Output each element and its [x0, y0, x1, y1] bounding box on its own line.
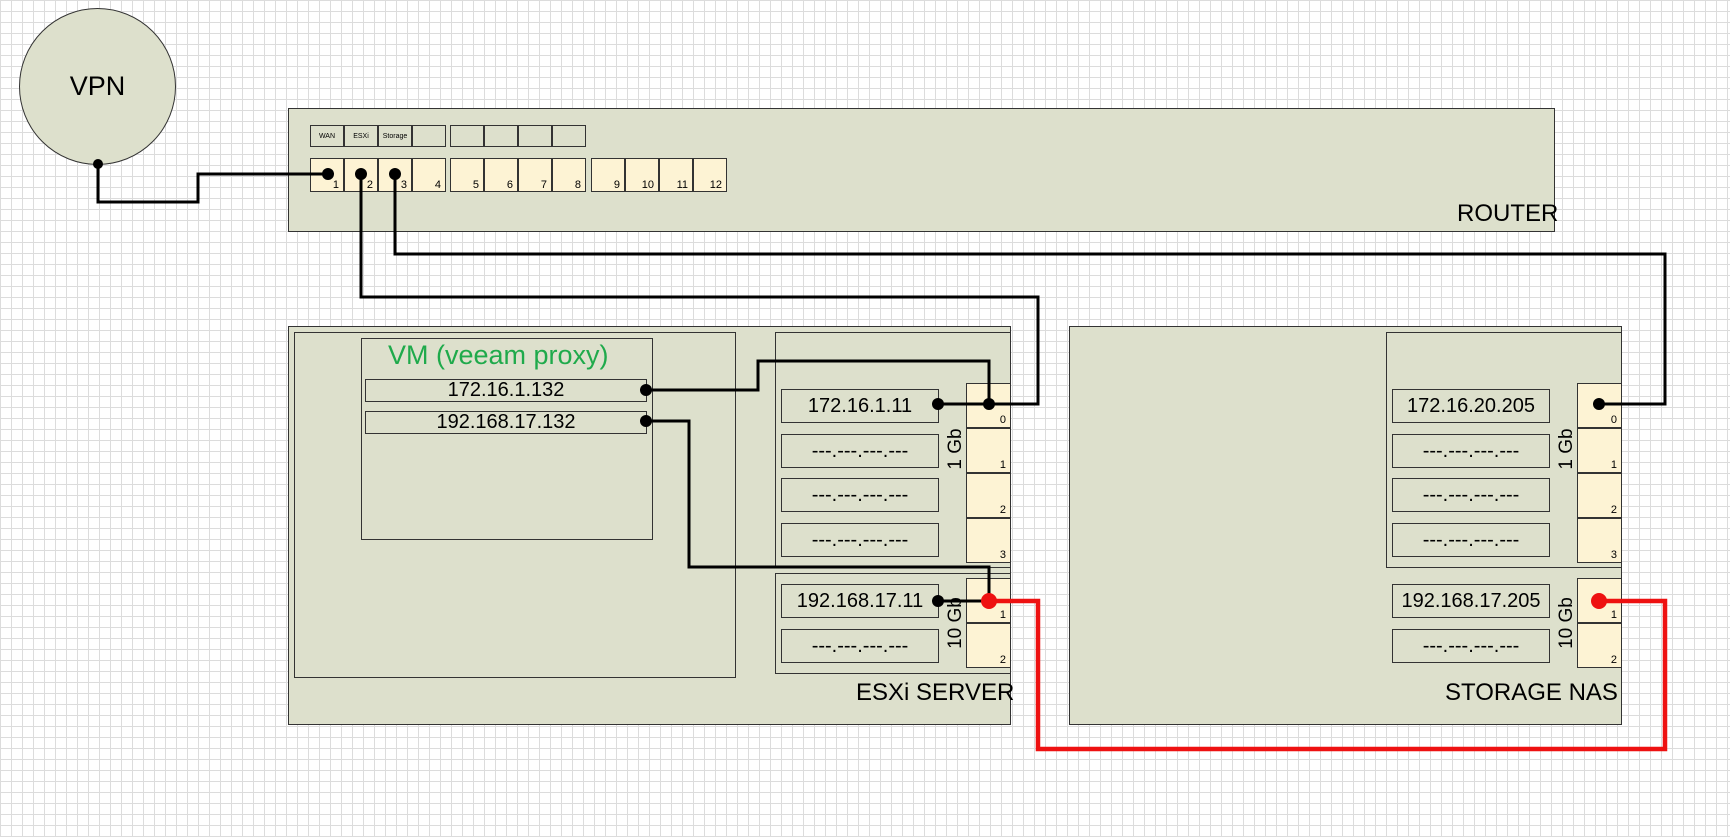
vpn-node: VPN	[19, 8, 176, 165]
router-port-5[interactable]: 5	[450, 158, 484, 192]
router-port-1[interactable]: 1	[310, 158, 344, 192]
router-port-8[interactable]: 8	[552, 158, 586, 192]
router-port-4[interactable]: 4	[412, 158, 446, 192]
router-title: ROUTER	[1457, 200, 1559, 227]
esxi-nic-10gb-ip: ---.---.---.---	[781, 629, 939, 663]
port-number: 6	[506, 179, 513, 191]
port-number: 1	[1610, 609, 1617, 621]
nas-nic-1gb-ip: ---.---.---.---	[1392, 434, 1550, 468]
router-port-label	[484, 125, 518, 147]
esxi-title: ESXi SERVER	[856, 679, 1015, 706]
port-number: 1	[332, 179, 339, 191]
router-port-10[interactable]: 10	[625, 158, 659, 192]
router-port-9[interactable]: 9	[591, 158, 625, 192]
port-number: 1	[999, 459, 1006, 471]
esxi-nic-10gb-port-2[interactable]: 2	[966, 623, 1011, 668]
router-port-12[interactable]: 12	[693, 158, 727, 192]
port-number: 3	[999, 549, 1006, 561]
port-number: 5	[472, 179, 479, 191]
port-number: 4	[434, 179, 441, 191]
port-number: 10	[641, 179, 654, 191]
esxi-nic-10gb-port-1[interactable]: 1	[966, 578, 1011, 623]
port-number: 7	[540, 179, 547, 191]
router-port-11[interactable]: 11	[659, 158, 693, 192]
port-number: 3	[400, 179, 407, 191]
router-port-label	[518, 125, 552, 147]
port-number: 2	[1610, 504, 1617, 516]
port-number: 0	[1610, 414, 1617, 426]
vm-ip-1: 172.16.1.132	[365, 379, 647, 402]
router-port-label	[552, 125, 586, 147]
nas-nic-1gb-port-0[interactable]: 0	[1577, 383, 1622, 428]
vm-ip-2: 192.168.17.132	[365, 411, 647, 434]
port-number: 8	[574, 179, 581, 191]
nas-nic-1gb-port-3[interactable]: 3	[1577, 518, 1622, 563]
esxi-nic-1gb-ip: ---.---.---.---	[781, 434, 939, 468]
esxi-nic-10gb-speed: 10 Gb	[945, 597, 966, 649]
esxi-nic-1gb-port-1[interactable]: 1	[966, 428, 1011, 473]
router-port-label	[412, 125, 446, 147]
router-port-6[interactable]: 6	[484, 158, 518, 192]
nas-nic-10gb-ip: 192.168.17.205	[1392, 584, 1550, 618]
router-port-label: WAN	[310, 125, 344, 147]
port-number: 11	[676, 179, 688, 191]
esxi-nic-1gb-speed: 1 Gb	[945, 428, 966, 470]
port-number: 2	[1610, 654, 1617, 666]
nas-nic-1gb-port-1[interactable]: 1	[1577, 428, 1622, 473]
router-port-3[interactable]: 3	[378, 158, 412, 192]
esxi-nic-1gb-port-0[interactable]: 0	[966, 383, 1011, 428]
port-number: 1	[999, 609, 1006, 621]
router-port-2[interactable]: 2	[344, 158, 378, 192]
nas-nic-10gb-speed: 10 Gb	[1556, 597, 1577, 649]
esxi-nic-1gb-port-2[interactable]: 2	[966, 473, 1011, 518]
port-number: 1	[1610, 459, 1617, 471]
esxi-nic-1gb-ip: 172.16.1.11	[781, 389, 939, 423]
port-number: 12	[709, 179, 722, 191]
vpn-label: VPN	[69, 71, 126, 101]
nas-nic-1gb-speed: 1 Gb	[1556, 428, 1577, 470]
esxi-nic-10gb-ip: 192.168.17.11	[781, 584, 939, 618]
nas-nic-10gb-port-2[interactable]: 2	[1577, 623, 1622, 668]
nas-nic-10gb-port-1[interactable]: 1	[1577, 578, 1622, 623]
router-port-label	[450, 125, 484, 147]
port-number: 2	[999, 504, 1006, 516]
router-port-7[interactable]: 7	[518, 158, 552, 192]
nas-nic-1gb-ip: 172.16.20.205	[1392, 389, 1550, 423]
nas-nic-1gb-port-2[interactable]: 2	[1577, 473, 1622, 518]
nas-title: STORAGE NAS	[1445, 679, 1618, 706]
port-number: 2	[999, 654, 1006, 666]
vm-title: VM (veeam proxy)	[388, 340, 609, 370]
esxi-nic-1gb-port-3[interactable]: 3	[966, 518, 1011, 563]
port-number: 2	[366, 179, 373, 191]
nas-nic-1gb-ip: ---.---.---.---	[1392, 478, 1550, 512]
nas-nic-1gb-ip: ---.---.---.---	[1392, 523, 1550, 557]
esxi-nic-1gb-ip: ---.---.---.---	[781, 478, 939, 512]
port-number: 3	[1610, 549, 1617, 561]
router-port-label: ESXi	[344, 125, 378, 147]
router-port-label: Storage	[378, 125, 412, 147]
nas-nic-10gb-ip: ---.---.---.---	[1392, 629, 1550, 663]
port-number: 0	[999, 414, 1006, 426]
port-number: 9	[613, 179, 620, 191]
esxi-nic-1gb-ip: ---.---.---.---	[781, 523, 939, 557]
